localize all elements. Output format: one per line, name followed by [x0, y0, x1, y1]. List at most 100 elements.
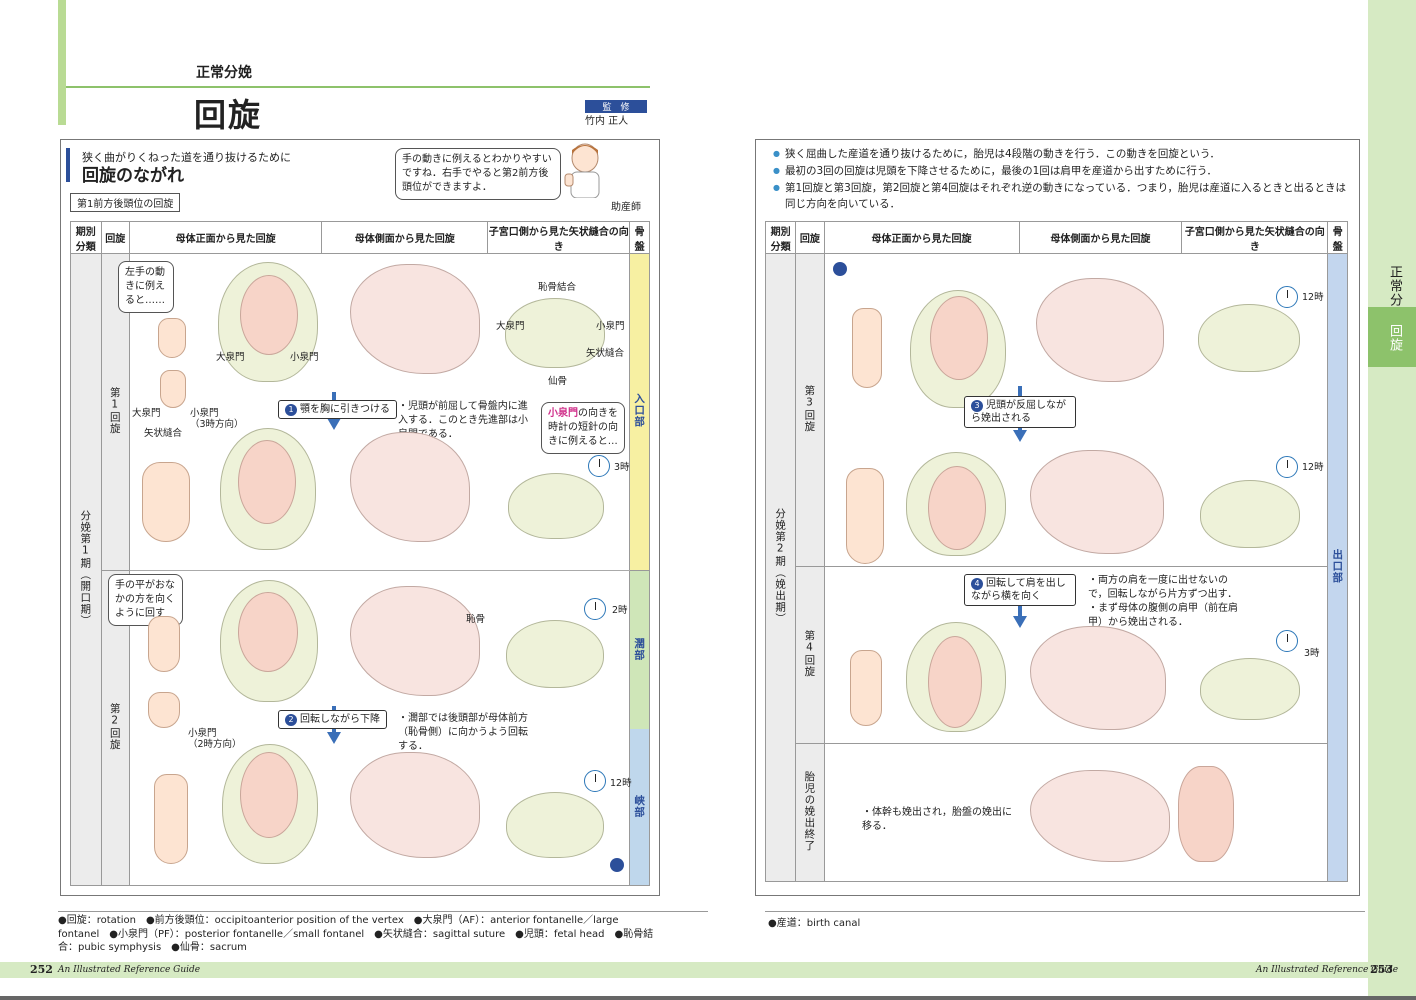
label-small-fontanelle-3: 小泉門 （3時方向） [190, 408, 244, 431]
hand-illustration-r3 [850, 650, 882, 726]
clock-label-r3: 3時 [1304, 648, 1320, 659]
hand-illustration-5 [148, 692, 180, 728]
clock-12-icon-1 [584, 770, 606, 792]
cervix-view-1 [505, 298, 605, 368]
fetus-side-r2 [1030, 450, 1164, 554]
note-4: ・両方の肩を一度に出せないので，回転しながら片方ずつ出す． ・まず母体の腹側の肩… [1088, 575, 1238, 628]
step-1-arrow-head [327, 418, 341, 430]
note-end: ・体幹も娩出され，胎盤の娩出に移る． [862, 807, 1012, 832]
nurse-illustration [563, 140, 603, 199]
col-header-side: 母体側面から見た回旋 [321, 220, 489, 255]
fetus-side-1 [350, 264, 480, 374]
label-small-fontanelle-1: 小泉門 [290, 352, 319, 363]
nurse-label: 助産師 [611, 202, 641, 213]
clock-label-1: 3時 [614, 462, 630, 473]
page-number-right: 253 [1370, 963, 1393, 976]
subsection-badge: 第1前方後頭位の回旋 [70, 193, 181, 212]
clock-3-icon [588, 455, 610, 477]
label-sagittal-suture-1: 矢状縫合 [144, 428, 183, 439]
cervix-view-r3 [1200, 658, 1300, 720]
glossary-right: ●産道：birth canal [768, 918, 861, 929]
bottom-edge [0, 996, 1416, 1000]
note-2: ・濶部では後頭部が母体前方（恥骨側）に向かうよう回転する． [398, 713, 528, 752]
right-side-tab-strip: 正常分娩 回旋 [1368, 0, 1416, 1000]
clock-bubble: 小泉門の向きを時計の短針の向きに例えると… [541, 402, 625, 454]
fetus-front-r1 [930, 296, 988, 380]
continue-arrow-icon[interactable] [833, 262, 847, 276]
subhead-main: 回旋のながれ [82, 166, 184, 186]
col-header-front: 母体正面から見た回旋 [128, 220, 323, 255]
clock-label-r2: 12時 [1302, 462, 1324, 473]
cervix-view-4 [506, 792, 604, 858]
period-cell-r: 分娩第2期（娩出期） [764, 253, 797, 882]
footer-divider-left [58, 911, 708, 912]
label-large-fontanelle-3: 大泉門 [496, 321, 525, 332]
clock-12-icon-r2 [1276, 456, 1298, 478]
pelvis-outlet-cell: 出口部 [1327, 253, 1348, 882]
placenta-delivery-illustration [1030, 770, 1170, 862]
subhead: 狭く曲がりくねった道を通り抜けるために [82, 151, 291, 164]
col-header-period: 期別分類 [70, 220, 102, 255]
label-large-fontanelle-2: 大泉門 [216, 352, 245, 363]
label-small-fontanelle-2: 小泉門 [596, 321, 625, 332]
col-header-front-r: 母体正面から見た回旋 [823, 221, 1020, 254]
fetus-front-1 [240, 275, 298, 355]
newborn-illustration [1178, 766, 1234, 862]
delivery-end-cell: 胎児の娩出終了 [795, 743, 825, 882]
step-3-arrow-head [1013, 430, 1027, 442]
supervisor-name: 竹内 正人 [585, 116, 629, 127]
label-small-fontanelle-4: 小泉門 （2時方向） [188, 728, 242, 751]
col-header-pelvis-r: 骨盤 [1327, 221, 1348, 254]
page-number-left: 252 [30, 963, 53, 976]
guide-text-right: An Illustrated Reference Guide [1256, 965, 1399, 975]
clock-label-2: 2時 [612, 605, 628, 616]
rotation-4-cell: 第4回旋 [795, 566, 825, 744]
col-header-side-r: 母体側面から見た回旋 [1018, 221, 1183, 254]
fetus-front-3 [238, 592, 298, 672]
side-tab-active-bg [1368, 307, 1416, 367]
fetus-front-r2 [928, 466, 986, 550]
col-header-period-r: 期別分類 [764, 221, 797, 254]
fetus-side-2 [350, 432, 470, 542]
hand-illustration-6 [154, 774, 188, 864]
label-sagittal-suture-2: 矢状縫合 [586, 348, 625, 359]
title-divider [66, 86, 650, 88]
label-pubis: 恥骨 [466, 614, 486, 625]
fetus-side-3 [350, 586, 480, 696]
subhead-bar [66, 148, 70, 182]
fetus-side-r1 [1036, 278, 1164, 382]
col-header-pelvis: 骨盤 [629, 220, 650, 255]
left-accent-bar [58, 0, 66, 125]
next-page-arrow-icon[interactable] [610, 858, 624, 872]
bullet-3: 第1回旋と第3回旋，第2回旋と第4回旋はそれぞれ逆の動きになっている．つまり，胎… [773, 180, 1351, 214]
period-cell: 分娩第1期（開口期） [70, 253, 102, 886]
section-title: 正常分娩 [196, 65, 252, 81]
hand-illustration-r1 [852, 308, 882, 388]
label-sacrum: 仙骨 [548, 376, 568, 387]
glossary-left: ●回旋：rotation ●前方後頭位：occipitoanterior pos… [58, 915, 654, 953]
clock-3-icon-r3 [1276, 630, 1298, 652]
side-tab-topic[interactable]: 回旋 [1387, 324, 1402, 352]
cervix-view-r2 [1200, 480, 1300, 548]
fetus-side-4 [350, 752, 480, 858]
step-4-arrow-head [1013, 616, 1027, 628]
clock-2-icon [584, 598, 606, 620]
footer-divider-right [765, 911, 1365, 912]
col-header-cervix-r: 子宮口側から見た矢状縫合の向き [1181, 221, 1329, 254]
pelvis-inlet-cell: 入口部 [629, 253, 650, 571]
intro-bullets: 狭く屈曲した産道を通り抜けるために，胎児は4段階の動きを行う．この動きを回旋とい… [773, 146, 1351, 213]
footer-band-right: An Illustrated Reference Guide 253 [710, 962, 1416, 978]
col-header-rotation-r: 回旋 [795, 221, 825, 254]
footer-band-left: 252 An Illustrated Reference Guide [0, 962, 710, 978]
label-large-fontanelle-1: 大泉門 [132, 408, 161, 419]
clock-label-r1: 12時 [1302, 292, 1324, 303]
fetus-front-r3 [928, 636, 982, 728]
hand-illustration-r2 [846, 468, 884, 564]
label-pubic-symphysis: 恥骨結合 [538, 282, 577, 293]
nurse-speech-bubble: 手の動きに例えるとわかりやすいですね．右手でやると第2前方後頭位ができますよ． [395, 148, 561, 200]
hand-illustration-4 [148, 616, 180, 672]
hand-bubble-1: 左手の動きに例えると…… [118, 261, 174, 313]
